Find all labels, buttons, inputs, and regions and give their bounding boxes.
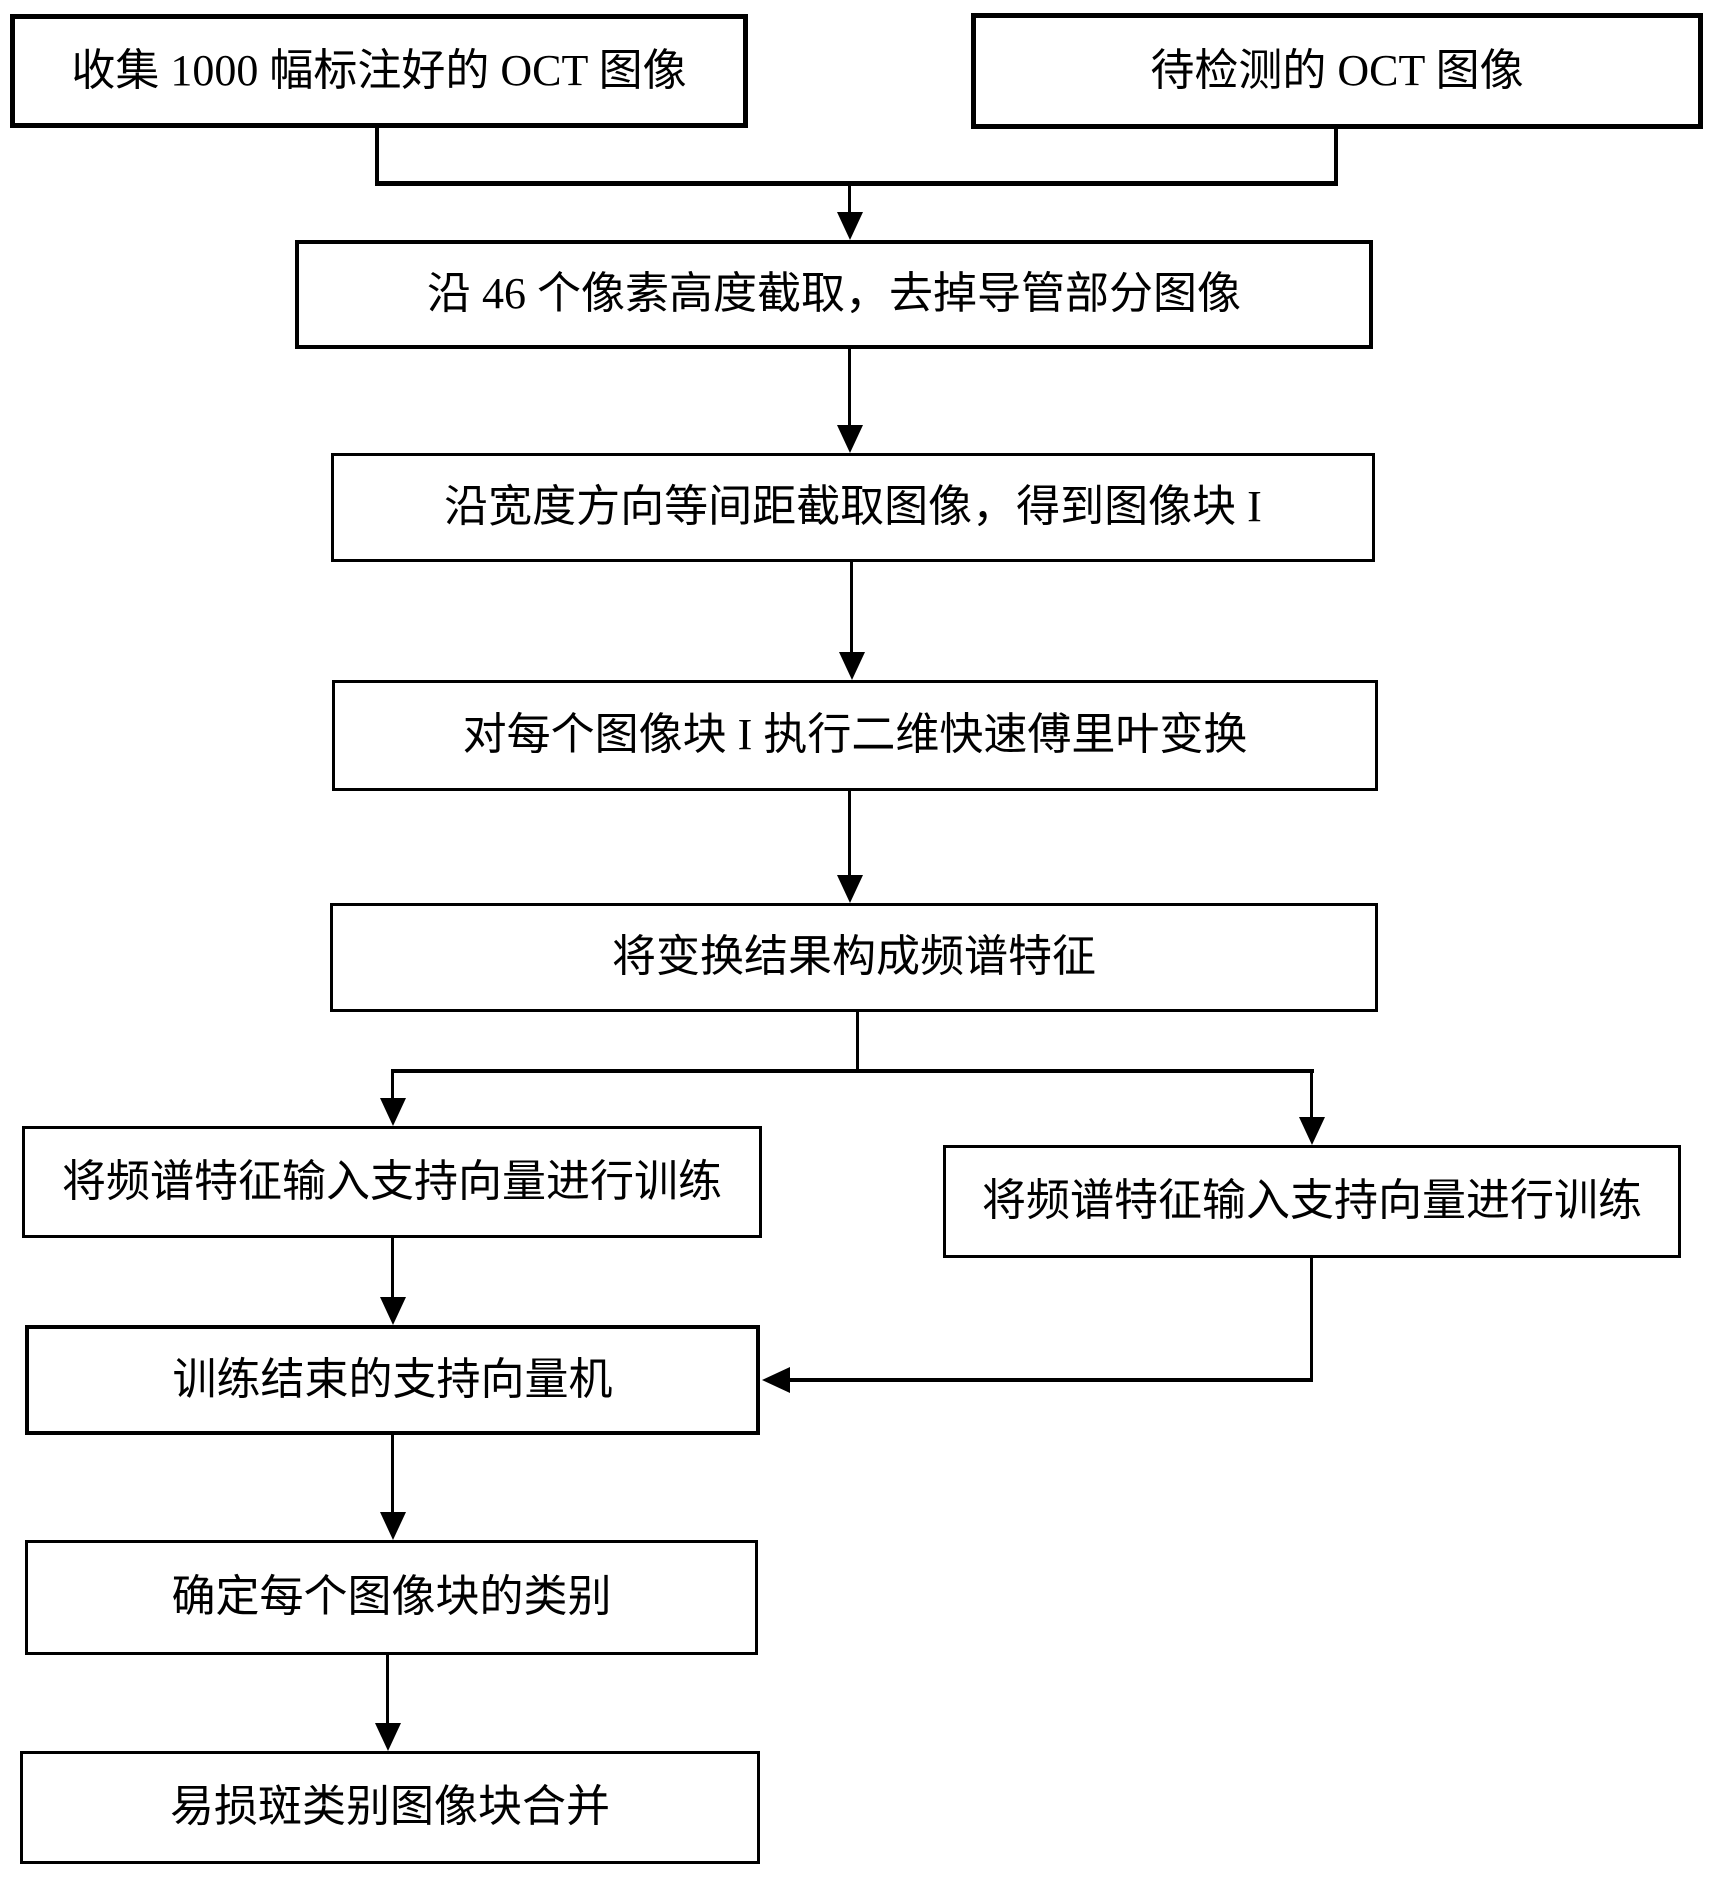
- arrowhead-into-crop-width: [837, 425, 863, 453]
- connector-collect-down: [375, 128, 379, 186]
- connector-train-left-down: [391, 1238, 394, 1299]
- arrowhead-into-classify: [380, 1512, 406, 1540]
- arrowhead-into-merge: [375, 1723, 401, 1751]
- connector-spectrum-down: [856, 1012, 859, 1071]
- connector-classify-down: [386, 1655, 389, 1725]
- arrowhead-into-spectrum: [837, 875, 863, 903]
- flow-step-merge-vulnerable-plaque-blocks: 易损斑类别图像块合并: [20, 1751, 760, 1864]
- arrowhead-into-crop-height: [837, 212, 863, 240]
- connector-merge-bus: [375, 181, 1338, 186]
- flow-step-trained-svm: 训练结束的支持向量机: [25, 1325, 760, 1435]
- arrowhead-into-train-right: [1299, 1117, 1325, 1145]
- connector-merge-stem: [848, 186, 851, 214]
- connector-split-left-stem: [391, 1073, 394, 1100]
- connector-svm-down: [391, 1435, 394, 1514]
- flow-step-train-right: 将频谱特征输入支持向量进行训练: [943, 1145, 1681, 1258]
- connector-test-down: [1334, 129, 1338, 186]
- connector-fft-down: [848, 791, 851, 877]
- flow-step-oct-images-to-detect: 待检测的 OCT 图像: [971, 13, 1703, 129]
- connector-split-bus: [391, 1069, 1314, 1073]
- connector-train-right-down: [1310, 1258, 1313, 1380]
- flow-step-spectrum-features: 将变换结果构成频谱特征: [330, 903, 1378, 1012]
- arrowhead-into-train-left: [380, 1098, 406, 1126]
- arrowhead-into-svm-right-side: [762, 1367, 790, 1393]
- flow-step-crop-width: 沿宽度方向等间距截取图像，得到图像块 I: [331, 453, 1375, 562]
- arrowhead-into-svm: [380, 1297, 406, 1325]
- connector-crop-width-down: [850, 562, 853, 654]
- connector-train-right-to-svm: [788, 1378, 1313, 1382]
- flow-step-collect-oct-images: 收集 1000 幅标注好的 OCT 图像: [10, 14, 748, 128]
- arrowhead-into-fft: [839, 652, 865, 680]
- connector-split-right-stem: [1310, 1073, 1313, 1119]
- flow-step-classify-blocks: 确定每个图像块的类别: [25, 1540, 758, 1655]
- flow-step-crop-height: 沿 46 个像素高度截取，去掉导管部分图像: [295, 240, 1373, 349]
- connector-crop-height-down: [848, 349, 851, 427]
- flow-step-fft: 对每个图像块 I 执行二维快速傅里叶变换: [332, 680, 1378, 791]
- flow-step-train-left: 将频谱特征输入支持向量进行训练: [22, 1126, 762, 1238]
